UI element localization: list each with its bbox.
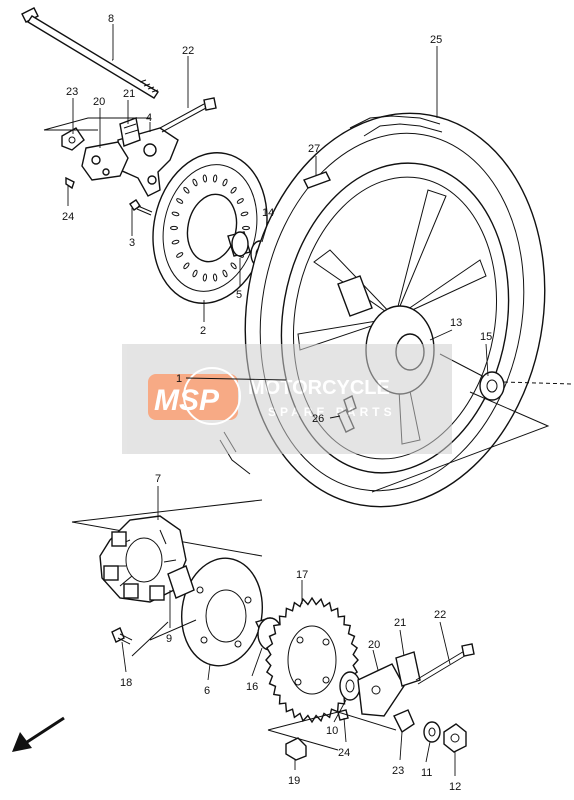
balancer-weight — [303, 171, 331, 189]
disc-vent-hole — [202, 174, 208, 183]
caliper-bolt-upper — [159, 97, 217, 133]
disc-vent-hole — [192, 178, 198, 187]
bracket-bolt — [129, 199, 153, 216]
disc-vent-hole — [176, 252, 184, 258]
disc-vent-hole — [242, 225, 250, 231]
callout-12: 12 — [449, 781, 461, 793]
bracket-guide-line — [43, 117, 150, 131]
callout-17: 17 — [296, 569, 308, 581]
callout-20-top: 20 — [93, 96, 105, 108]
watermark-logo-text: MSP — [154, 384, 220, 417]
callout-23-bottom: 23 — [392, 765, 404, 777]
disc-vent-hole — [176, 198, 184, 204]
callout-5: 5 — [236, 289, 242, 301]
callout-2: 2 — [200, 325, 206, 337]
disc-vent-hole — [183, 186, 190, 194]
adjuster-bolt — [415, 643, 475, 685]
callout-3: 3 — [129, 237, 135, 249]
front-direction-arrow-icon — [12, 716, 65, 752]
disc-vent-hole — [212, 273, 218, 282]
callout-9: 9 — [166, 633, 172, 645]
disc-vent-hole — [192, 269, 198, 278]
callout-8: 8 — [108, 13, 114, 25]
sprocket-nut — [285, 737, 307, 761]
callout-20-bottom: 20 — [368, 639, 380, 651]
callout-4: 4 — [146, 112, 152, 124]
callout-1: 1 — [176, 373, 182, 385]
callout-6: 6 — [204, 685, 210, 697]
drum-bolt — [111, 627, 133, 645]
callout-22-bottom: 22 — [434, 609, 446, 621]
sprocket-drum — [167, 557, 264, 667]
callout-10: 10 — [326, 725, 338, 737]
callout-21-bottom: 21 — [394, 617, 406, 629]
callout-19: 19 — [288, 775, 300, 787]
callout-21-top: 21 — [123, 88, 135, 100]
callout-16: 16 — [246, 681, 258, 693]
callout-24-bottom: 24 — [338, 747, 350, 759]
axle-nut — [443, 723, 467, 753]
callout-26: 26 — [312, 413, 324, 425]
spacer — [227, 231, 251, 257]
callout-18: 18 — [120, 677, 132, 689]
disc-vent-hole — [236, 198, 244, 204]
watermark-line1: MOTORCYCLE — [248, 377, 390, 399]
chain-adjuster — [357, 663, 405, 717]
drum-bolt-guide — [131, 619, 197, 657]
callout-11: 11 — [421, 767, 432, 779]
axle-part — [21, 7, 159, 99]
disc-vent-hole — [230, 262, 237, 270]
axle-centerline — [503, 381, 573, 385]
disc-vent-hole — [240, 211, 249, 217]
disc-vent-hole — [183, 262, 190, 270]
hub-guide-line — [371, 391, 550, 493]
callout-22-top: 22 — [182, 45, 194, 57]
callout-27: 27 — [308, 143, 320, 155]
disc-vent-hole — [170, 225, 178, 231]
callout-25: 25 — [430, 34, 442, 46]
disc-vent-hole — [202, 273, 208, 282]
callout-15: 15 — [480, 331, 492, 343]
disc-vent-hole — [212, 174, 218, 183]
callout-13: 13 — [450, 317, 462, 329]
watermark: MSP MOTORCYCLE SPARE PARTS — [122, 344, 452, 454]
callout-14: 14 — [262, 207, 274, 219]
hub-bearing — [339, 671, 361, 701]
brake-disc — [152, 152, 268, 304]
disc-vent-hole — [222, 178, 228, 187]
rear-sprocket — [265, 596, 359, 724]
adjuster-block — [395, 651, 421, 687]
watermark-line2: SPARE PARTS — [268, 405, 396, 419]
disc-vent-hole — [171, 211, 180, 217]
watermark-logo-badge — [148, 374, 238, 420]
lower-guide-line — [267, 711, 397, 751]
callout-24-top: 24 — [62, 211, 74, 223]
cush-drive-damper — [99, 515, 187, 603]
disc-vent-hole — [230, 186, 237, 194]
callout-7: 7 — [155, 473, 161, 485]
callout-23-top: 23 — [66, 86, 78, 98]
disc-vent-hole — [222, 269, 228, 278]
brake-caliper-bracket — [61, 117, 179, 197]
leader-lines — [67, 24, 489, 776]
callout-labels: 8 22 23 21 20 4 24 3 14 5 2 27 25 13 15 … — [62, 13, 492, 793]
cotter-pin — [393, 709, 415, 734]
disc-vent-hole — [171, 239, 180, 245]
washer — [423, 721, 441, 743]
